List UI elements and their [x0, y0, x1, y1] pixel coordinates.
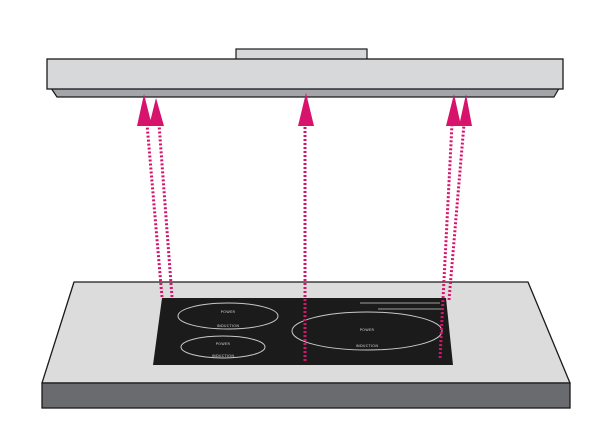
hood-front-face [46, 58, 564, 90]
upward-dotted-arrow-icon [447, 94, 472, 301]
burner-power-label: POWER [216, 342, 231, 346]
burner-top-left: POWER INDUCTION [177, 302, 279, 330]
burner-ring [177, 302, 279, 330]
burner-power-label: POWER [360, 328, 375, 332]
control-strip [360, 302, 441, 310]
burner-large-right: POWER INDUCTION [291, 311, 443, 351]
burner-induction-label: INDUCTION [212, 354, 235, 358]
burner-bottom-left: POWER INDUCTION [180, 335, 266, 359]
upward-dotted-arrow-icon [137, 94, 164, 298]
upward-dotted-arrow-icon [149, 98, 174, 298]
induction-cooktop: POWER INDUCTION POWER INDUCTION POWER IN… [153, 298, 453, 365]
extractor-hood [46, 48, 564, 98]
heat-arrows [137, 93, 472, 361]
burner-ring [291, 311, 443, 351]
burner-induction-label: INDUCTION [356, 344, 379, 348]
cooktop-glass [153, 298, 453, 365]
upward-dotted-arrow-icon [298, 93, 314, 361]
burner-induction-label: INDUCTION [217, 324, 240, 328]
upward-dotted-arrow-icon [438, 94, 461, 359]
burner-power-label: POWER [221, 310, 236, 314]
countertop-front-edge [41, 382, 571, 409]
burner-ring [180, 335, 266, 359]
